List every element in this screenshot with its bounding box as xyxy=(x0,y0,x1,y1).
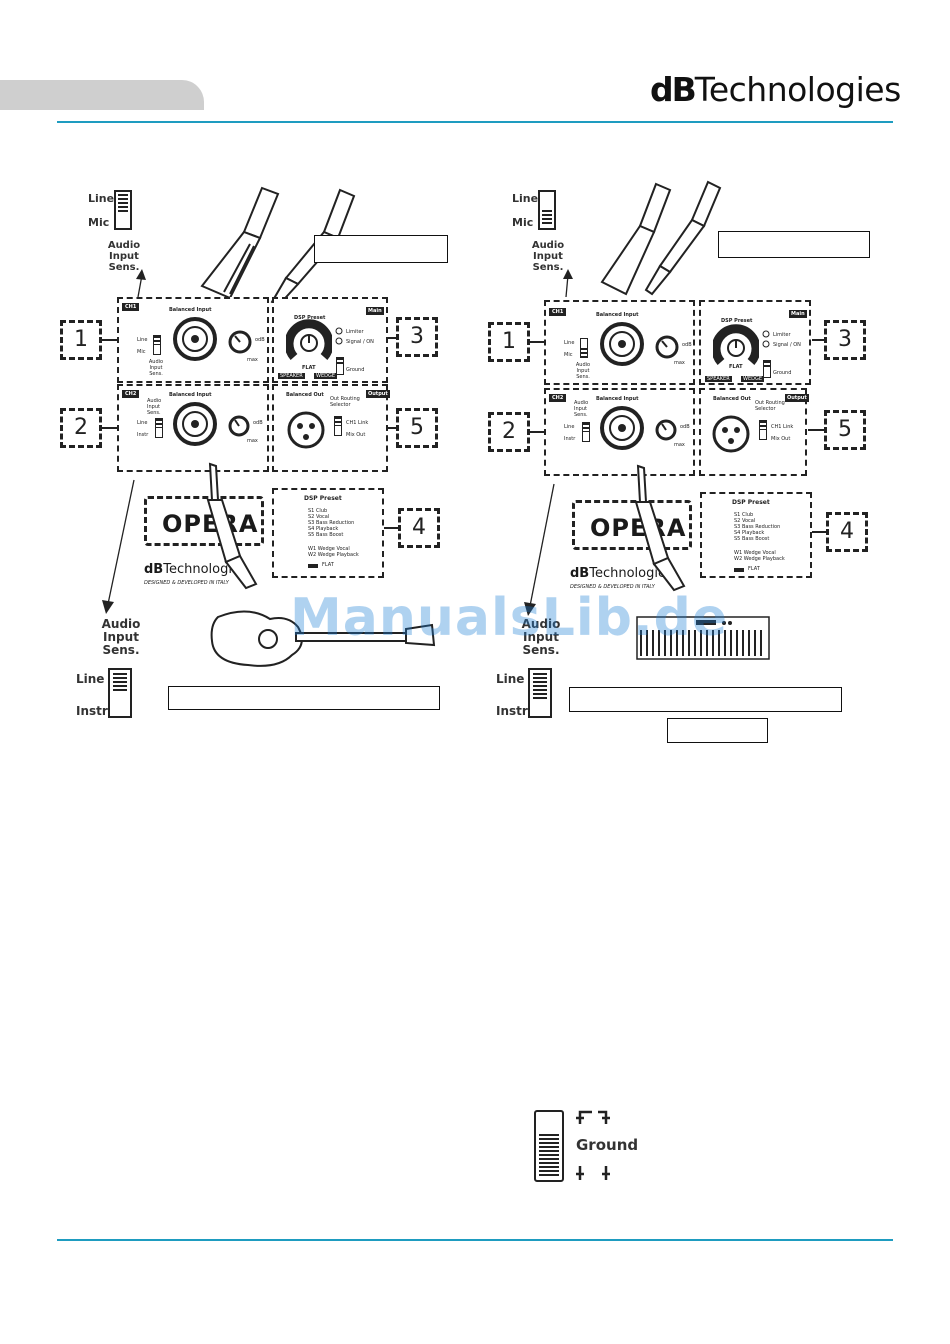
combo-input-icon[interactable] xyxy=(171,315,219,363)
ch2-sens-switch[interactable] xyxy=(155,418,163,438)
switch-top-mic-label: Mic xyxy=(512,216,534,229)
blank-label-box xyxy=(667,718,768,743)
watermark-text: ManualsLib.de xyxy=(290,588,729,648)
ch1-gain-knob[interactable] xyxy=(654,334,680,360)
header-tab xyxy=(0,80,204,110)
sens-switch-bottom[interactable] xyxy=(528,668,552,718)
callout-4: 4 xyxy=(826,512,868,552)
callout-1: 1 xyxy=(60,320,102,360)
blank-label-box xyxy=(168,686,440,710)
out-routing-switch[interactable] xyxy=(334,416,342,436)
switch-bottom-line-label: Line xyxy=(496,672,525,686)
callout-leaders xyxy=(102,337,398,529)
arrow-top xyxy=(563,269,573,298)
switch-top-mic-label: Mic xyxy=(88,216,110,229)
dsp-preset-legend: DSP Preset S1 Club S2 Vocal S3 Bass Redu… xyxy=(700,492,812,578)
arrow-bottom xyxy=(102,479,135,614)
switch-bottom-line-label: Line xyxy=(76,672,105,686)
dsp-preset-legend: DSP Preset S1 Club S2 Vocal S3 Bass Redu… xyxy=(272,488,384,578)
dsp-preset-knob[interactable] xyxy=(286,319,332,365)
output-panel: Balanced Out Output Out Routing Selector… xyxy=(272,384,390,472)
ground-label: Ground xyxy=(576,1136,639,1154)
xlr-jack-connectors-icon xyxy=(600,180,722,296)
xlr-output-icon[interactable] xyxy=(711,414,751,454)
ch2-gain-knob[interactable] xyxy=(227,414,251,438)
arrow-bottom xyxy=(524,483,555,616)
ground-switch-detail: Ground xyxy=(530,1106,650,1186)
ground-connected-icon xyxy=(576,1166,610,1180)
opera-logo-panel: OPERA dBTechnologies DESIGNED & DEVELOPE… xyxy=(140,492,270,590)
arrow-top xyxy=(136,269,146,298)
audio-sens-label: Audio Input Sens. xyxy=(531,240,565,273)
callout-3: 3 xyxy=(824,320,866,360)
callout-1: 1 xyxy=(488,322,530,362)
callout-5: 5 xyxy=(396,408,438,448)
switch-bottom-instr-label: Instr xyxy=(496,704,528,718)
callout-2: 2 xyxy=(60,408,102,448)
ch1-panel: CH1 Balanced Input Line Mic Audio Input … xyxy=(117,297,269,383)
sens-switch-top[interactable] xyxy=(114,190,132,230)
sens-switch-bottom[interactable] xyxy=(108,668,132,718)
switch-bottom-instr-label: Instr xyxy=(76,704,108,718)
guitar-icon xyxy=(210,610,436,667)
ground-switch-small[interactable] xyxy=(336,357,344,375)
ch2-panel: CH2 Balanced Input Audio Input Sens. Lin… xyxy=(544,388,695,476)
ch1-sens-switch[interactable] xyxy=(153,335,161,355)
combo-input-icon[interactable] xyxy=(171,400,219,448)
ch1-panel: CH1 Balanced Input Line Mic Audio Input … xyxy=(544,300,695,385)
ground-lift-switch[interactable] xyxy=(534,1110,564,1182)
main-panel: DSP Preset Main FLAT SPEAKER WEDGE Limit… xyxy=(699,300,811,385)
callout-3: 3 xyxy=(396,317,438,357)
brand-logo: dBTechnologies xyxy=(650,70,901,109)
callout-leaders xyxy=(530,339,826,533)
main-panel: DSP Preset Main FLAT SPEAKER WEDGE Limit… xyxy=(272,297,388,383)
ch1-gain-knob[interactable] xyxy=(227,329,253,355)
audio-sens-bottom-label: Audio Input Sens. xyxy=(521,617,561,657)
audio-sens-bottom-label: Audio Input Sens. xyxy=(101,617,141,657)
ch2-sens-switch[interactable] xyxy=(582,422,590,442)
ground-switch-small[interactable] xyxy=(763,360,771,378)
ch2-gain-knob[interactable] xyxy=(654,418,678,442)
switch-top-line-label: Line xyxy=(88,192,115,205)
led-indicators-icon xyxy=(762,330,770,348)
callout-2: 2 xyxy=(488,412,530,452)
jack-cable-icon xyxy=(206,462,258,590)
keyboard-icon xyxy=(636,616,770,660)
ch2-panel: CH2 Balanced Input Audio Input Sens. Lin… xyxy=(117,384,269,472)
blank-label-box xyxy=(718,231,870,258)
combo-input-icon[interactable] xyxy=(598,320,646,368)
combo-input-icon[interactable] xyxy=(598,404,646,452)
header-rule xyxy=(57,121,893,123)
dsp-preset-knob[interactable] xyxy=(713,324,759,370)
blank-label-box xyxy=(314,235,448,263)
jack-cable-icon xyxy=(634,464,686,592)
led-indicators-icon xyxy=(335,327,343,345)
xlr-output-icon[interactable] xyxy=(286,410,326,450)
switch-top-line-label: Line xyxy=(512,192,539,205)
output-panel: Balanced Out Output Out Routing Selector… xyxy=(699,388,809,476)
ch1-sens-switch[interactable] xyxy=(580,338,588,358)
opera-logo-panel: OPERA dBTechnologies DESIGNED & DEVELOPE… xyxy=(568,496,698,594)
blank-label-box xyxy=(569,687,842,712)
audio-sens-label: Audio Input Sens. xyxy=(107,240,141,273)
sens-switch-top[interactable] xyxy=(538,190,556,230)
footer-rule xyxy=(57,1239,893,1241)
callout-4: 4 xyxy=(398,508,440,548)
ground-lift-icon xyxy=(576,1110,610,1124)
out-routing-switch[interactable] xyxy=(759,420,767,440)
callout-5: 5 xyxy=(824,410,866,450)
